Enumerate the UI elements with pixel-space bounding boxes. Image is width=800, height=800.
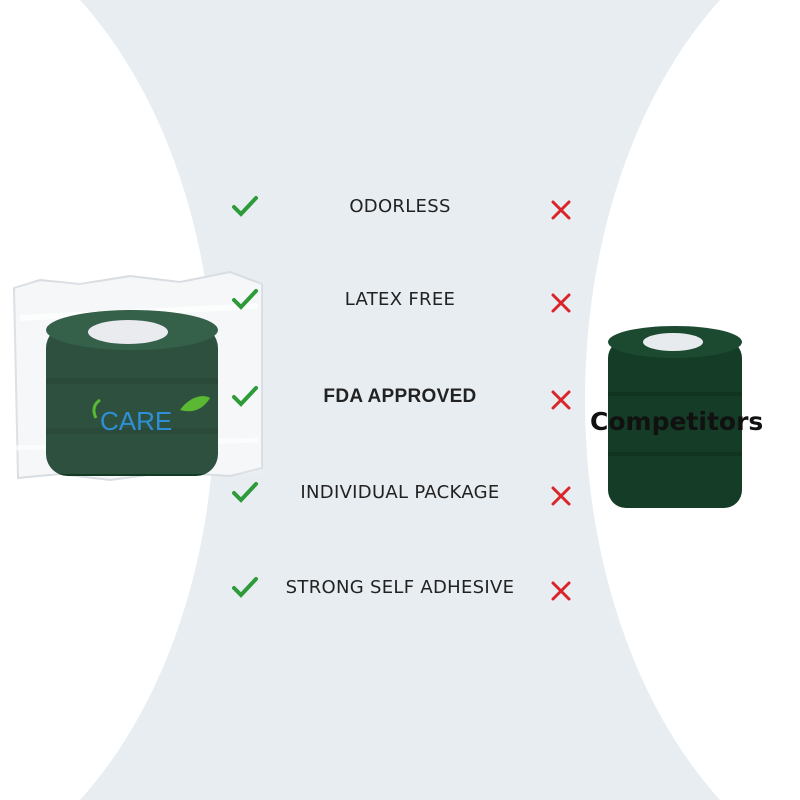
leaf-icon: [180, 396, 210, 412]
cross-icon: [551, 293, 571, 313]
cross-icon: [551, 200, 571, 220]
feature-label: INDIVIDUAL PACKAGE: [300, 482, 500, 503]
brand-logo-text: CARE: [100, 406, 172, 436]
feature-label: LATEX FREE: [344, 289, 456, 310]
check-icon: [232, 386, 258, 407]
cross-icon: [551, 581, 571, 601]
check-icon: [232, 482, 258, 503]
feature-label: ODORLESS: [349, 196, 451, 217]
leaf-swoosh-icon: [92, 398, 101, 419]
check-icon: [232, 577, 258, 598]
cross-icon: [551, 390, 571, 410]
competitor-product-image: [608, 326, 742, 508]
feature-label: FDA APPROVED: [323, 386, 477, 407]
competitors-label: Competitors: [590, 407, 764, 436]
check-icon: [232, 196, 258, 217]
our-product-image: CARE: [12, 270, 263, 482]
cross-icon: [551, 486, 571, 506]
feature-label: STRONG SELF ADHESIVE: [285, 577, 515, 598]
check-icon: [232, 289, 258, 310]
